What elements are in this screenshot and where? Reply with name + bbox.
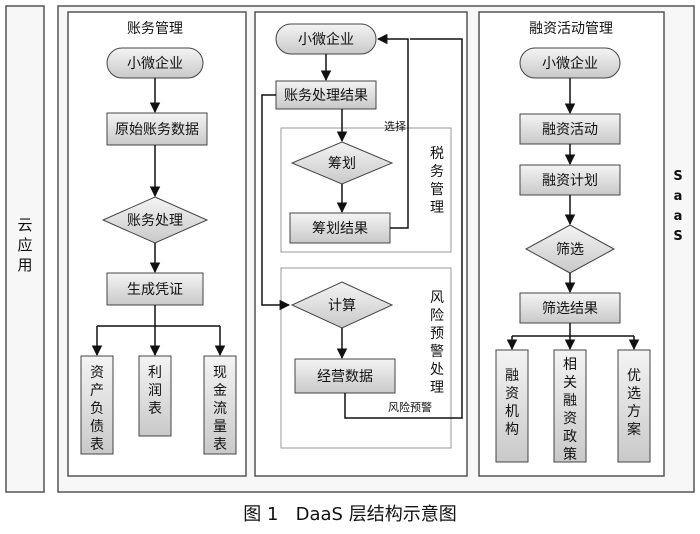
acc-report-cashflow-label: 现金流量表 [213,365,227,453]
accounting-title: 账务管理 [127,21,183,37]
tax-plan-label: 筹划 [328,155,356,172]
fin-out-plan-label: 优选方案 [627,368,641,438]
risk-calc-label: 计算 [328,298,356,314]
fin-plan-label: 融资计划 [542,173,598,189]
fin-out-institution-label: 融资机构 [505,368,519,438]
acc-report-balance-sheet [80,355,114,455]
risk-warning-label: 风险预警 [388,400,432,414]
cloud-app-label: 云应用 [17,216,32,274]
fin-activity-box [519,113,621,145]
financing-title: 融资活动管理 [529,21,613,37]
fin-start-label: 小微企业 [542,55,598,72]
risk-group-label: 风险预警处理 [430,290,444,396]
tax-mgmt-group [280,127,452,253]
tax-start-label: 小微企业 [298,31,354,48]
tax-plan-result-label: 筹划结果 [312,220,368,237]
fin-filter-label: 筛选 [556,242,584,258]
figure-caption: 图 1 DaaS 层结构示意图 [243,504,456,525]
risk-biz-data-label: 经营数据 [317,369,373,385]
fin-plan-box [519,164,621,196]
acc-report-balance-label: 资产负债表 [90,365,104,453]
acc-report-income-label: 利润表 [148,365,162,417]
fin-filter-result-label: 筛选结果 [542,301,598,317]
tax-result-label: 账务处理结果 [284,88,368,104]
fin-out-policy [553,349,587,463]
acc-start-label: 小微企业 [127,55,183,72]
acc-process-label: 账务处理 [127,213,183,229]
fin-out-policy-label: 相关融资政策 [563,357,577,463]
select-loop-label: 选择 [384,119,406,133]
fin-filter-result-box [519,292,621,324]
fin-out-plan [617,349,651,463]
cloud-app-column [5,5,45,493]
fin-activity-label: 融资活动 [542,122,598,138]
acc-voucher-label: 生成凭证 [127,282,183,298]
tax-result-box [275,80,377,110]
acc-raw-data-label: 原始账务数据 [115,122,199,138]
acc-raw-data-box [106,112,208,146]
acc-report-income [138,355,172,437]
risk-group [280,267,452,449]
fin-out-institution [495,349,529,463]
acc-report-cashflow [203,355,237,455]
acc-voucher-box [106,272,204,306]
tax-plan-result-box [289,212,391,244]
tax-mgmt-label: 税务管理 [430,146,444,216]
